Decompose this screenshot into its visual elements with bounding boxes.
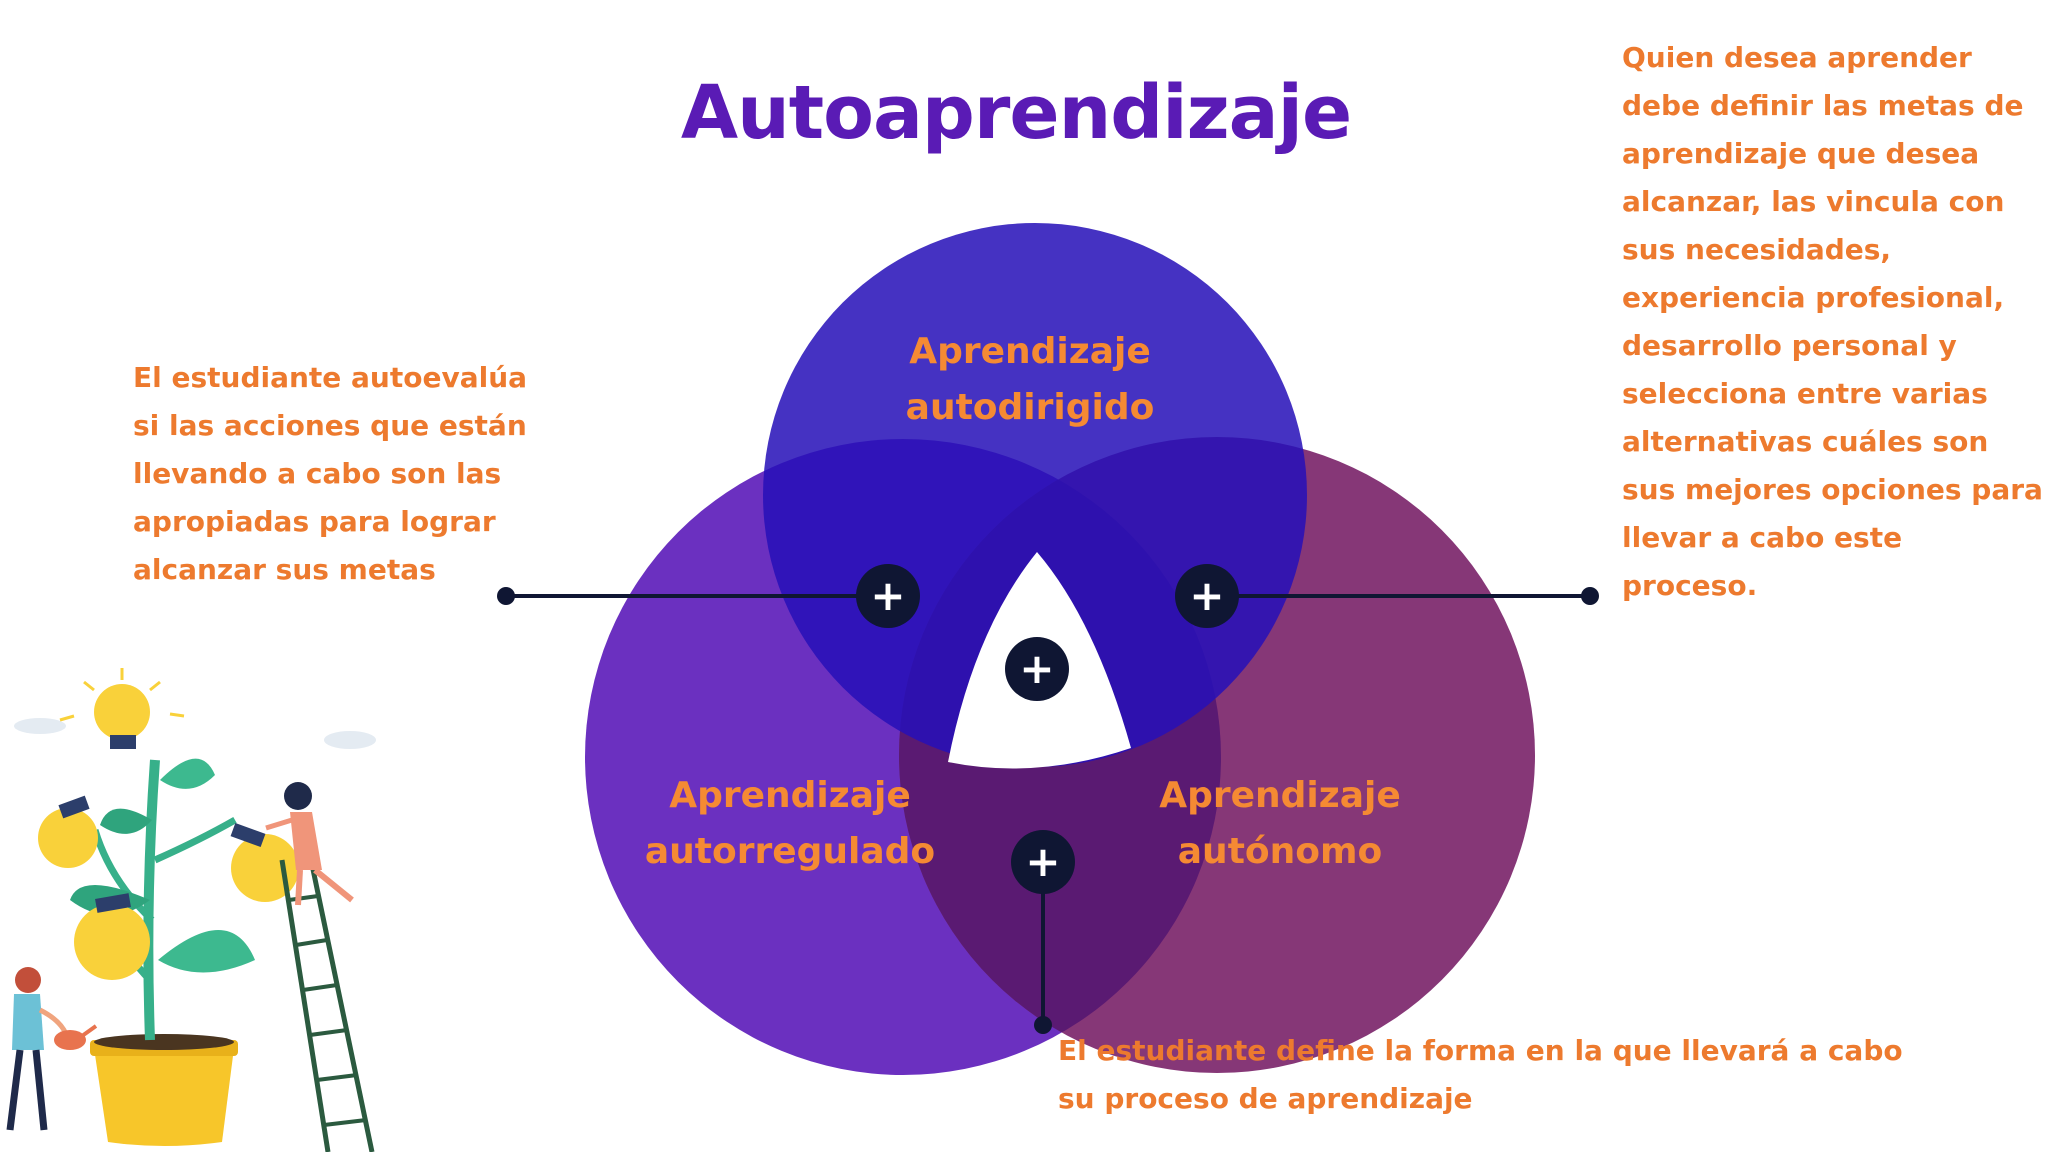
connector-left-dot	[497, 587, 515, 605]
plus-icon: +	[1019, 644, 1054, 693]
circle-label-autonomo: Aprendizaje autónomo	[1159, 775, 1401, 872]
plus-icon: +	[1189, 571, 1224, 620]
note-autodirigido: Quien desea aprender debe definir las me…	[1622, 41, 2043, 602]
plus-button-right[interactable]: +	[1175, 564, 1239, 628]
plus-button-center[interactable]: +	[1005, 637, 1069, 701]
plus-button-left[interactable]: +	[856, 564, 920, 628]
lightbulb-plant-illustration	[6, 668, 376, 1152]
circle-label-autodirigido: Aprendizaje autodirigido	[905, 331, 1155, 428]
circle-label-autorregulado: Aprendizaje autorregulado	[644, 775, 936, 872]
page-title: Autoaprendizaje	[680, 70, 1352, 156]
plus-icon: +	[1025, 837, 1060, 886]
connector-bottom-dot	[1034, 1016, 1052, 1034]
connector-right-dot	[1581, 587, 1599, 605]
circle-autodirigido	[763, 223, 1307, 767]
plus-button-bottom[interactable]: +	[1011, 830, 1075, 894]
note-autonomo: El estudiante define la forma en la que …	[1058, 1034, 1903, 1115]
plus-icon: +	[870, 571, 905, 620]
note-autorregulado: El estudiante autoevalúa si las acciones…	[133, 361, 528, 586]
